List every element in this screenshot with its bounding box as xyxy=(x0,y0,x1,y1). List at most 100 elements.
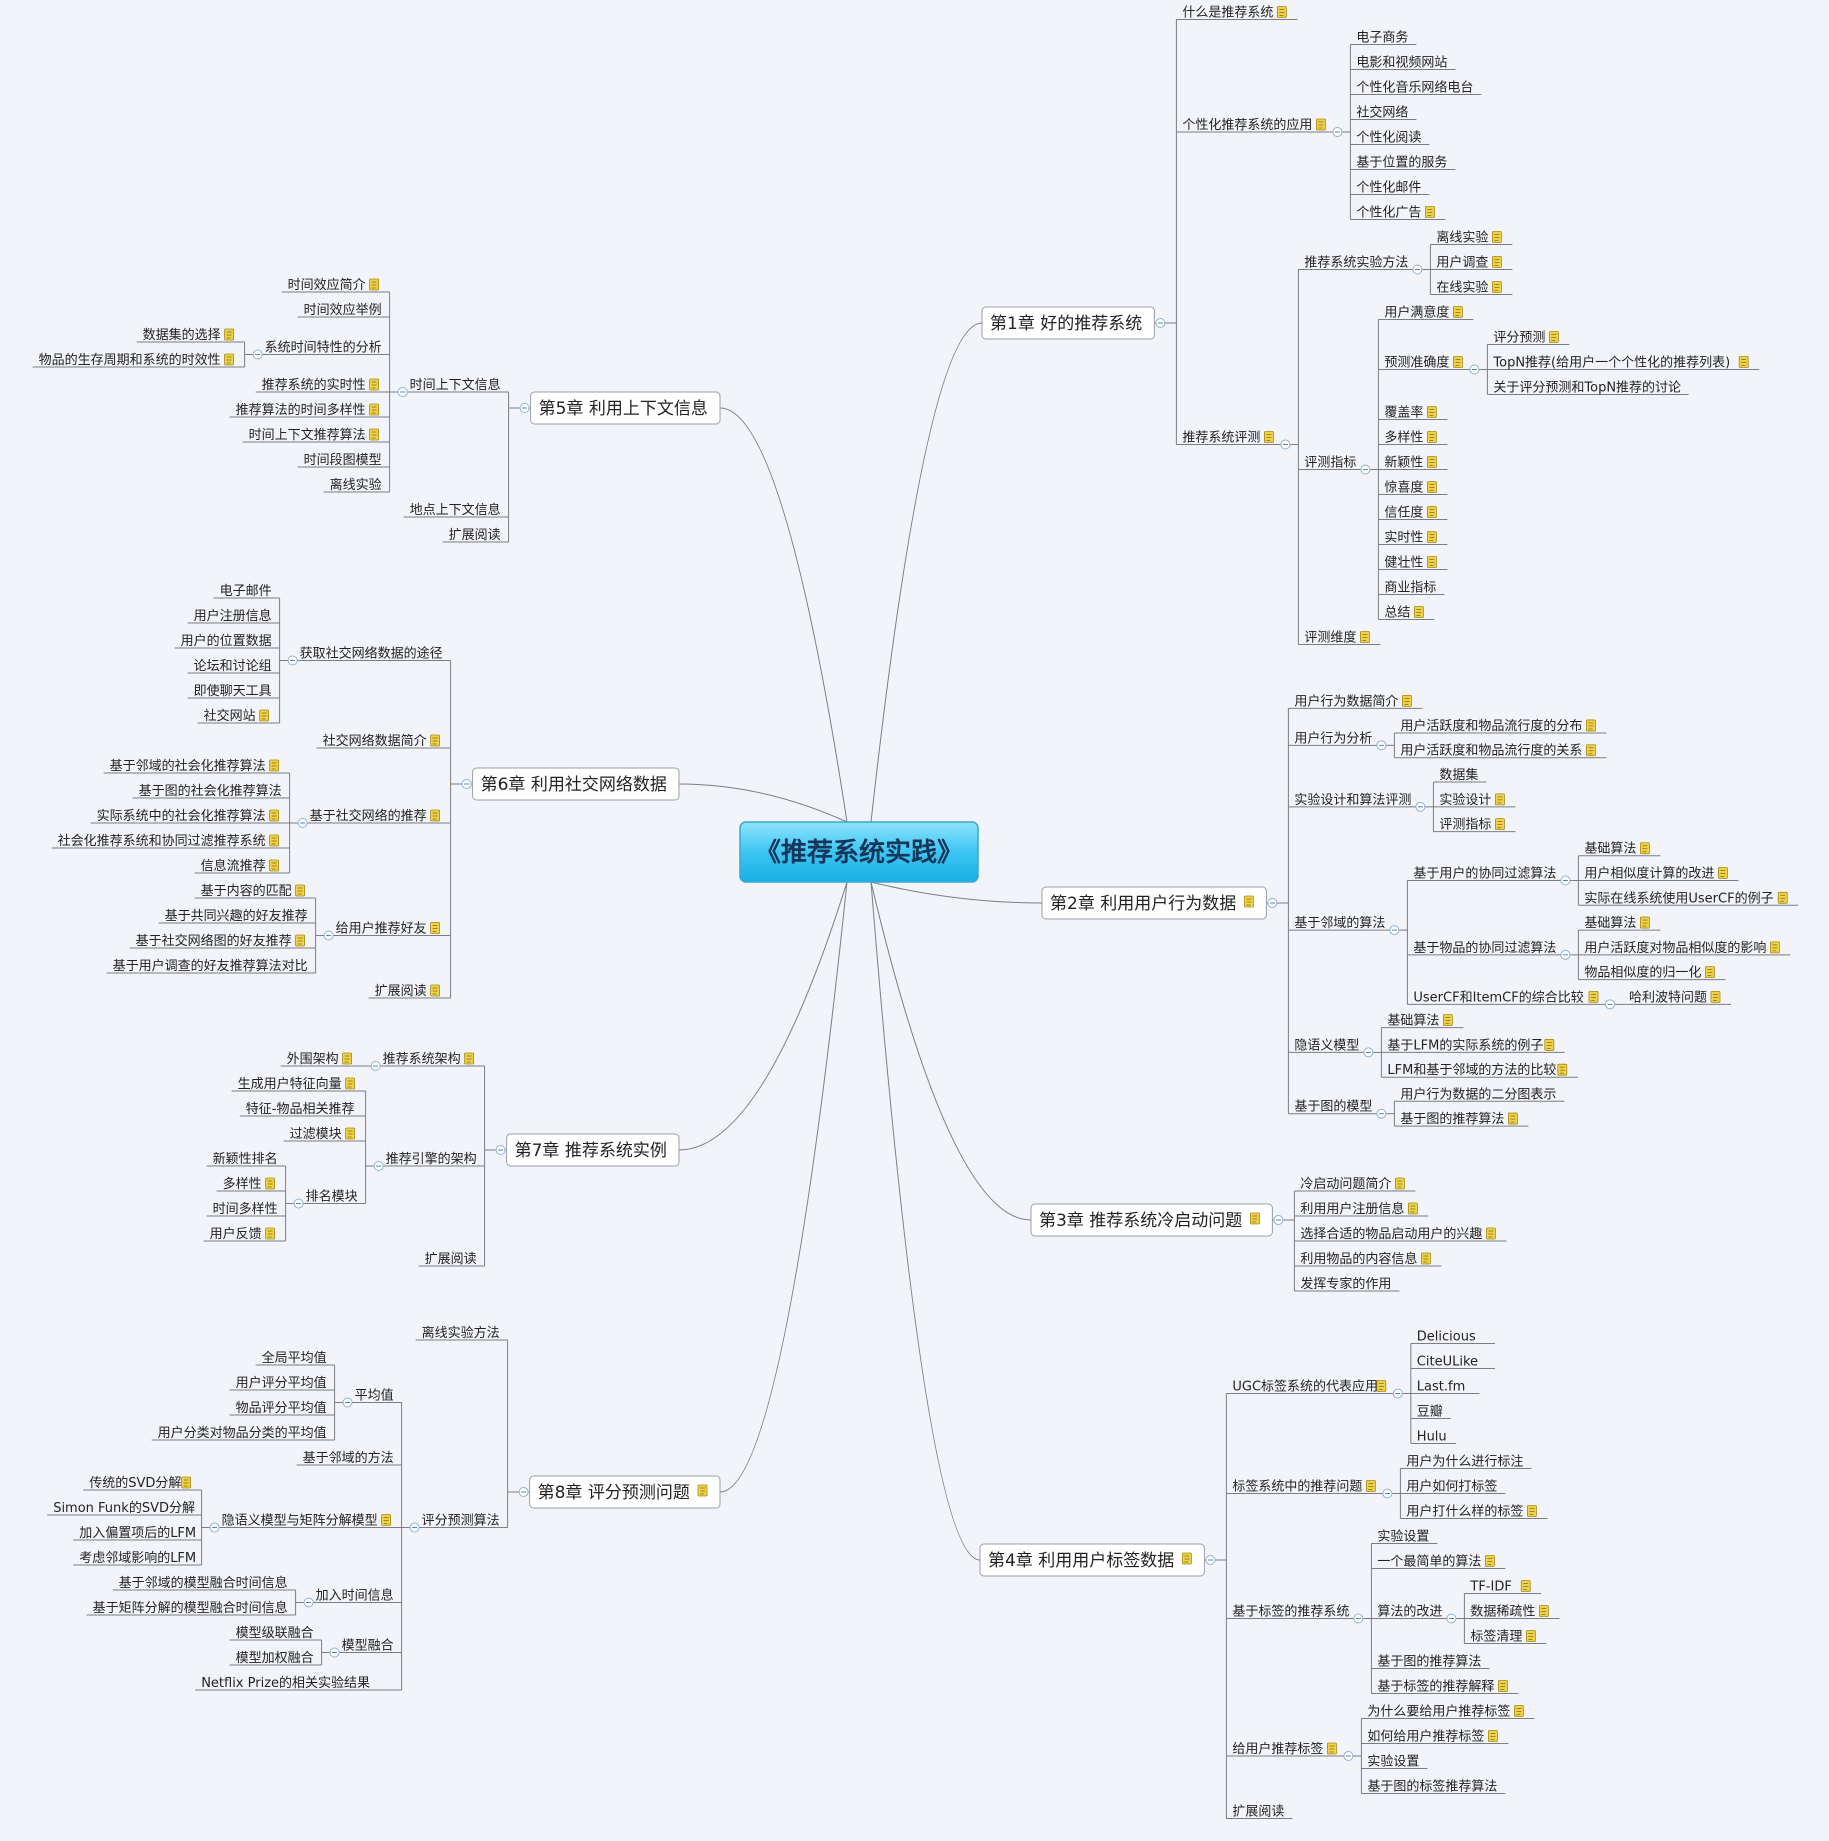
topic-node[interactable]: 离线实验方法 xyxy=(422,1325,500,1341)
topic-node[interactable]: 实验设计和算法评测 xyxy=(1294,792,1411,808)
note-icon[interactable] xyxy=(1488,1730,1498,1742)
note-icon[interactable] xyxy=(1316,118,1326,131)
topic-node[interactable]: 评测指标 xyxy=(1304,456,1356,471)
note-icon[interactable] xyxy=(1492,281,1502,293)
note-icon[interactable] xyxy=(1427,556,1437,568)
note-icon[interactable] xyxy=(1327,1742,1337,1755)
note-icon[interactable] xyxy=(1705,966,1715,979)
topic-node[interactable]: 物品相似度的归一化 xyxy=(1584,965,1701,981)
collapse-toggle-icon[interactable] xyxy=(297,818,308,828)
topic-node[interactable]: 基于图的标签推荐算法 xyxy=(1367,1779,1497,1795)
topic-node[interactable]: 用户活跃度和物品流行度的关系 xyxy=(1400,743,1582,759)
topic-node[interactable]: 物品的生存周期和系统的时效性 xyxy=(39,352,221,368)
collapse-toggle-icon[interactable] xyxy=(1389,925,1400,936)
topic-node[interactable]: 时间效应举例 xyxy=(304,302,382,318)
topic-node[interactable]: 社会化推荐系统和协同过滤推荐系统 xyxy=(58,833,266,849)
collapse-toggle-icon[interactable] xyxy=(1353,1613,1364,1624)
topic-node[interactable]: 基于共同兴趣的好友推荐 xyxy=(165,908,308,924)
topic-node[interactable]: 基于位置的服务 xyxy=(1356,155,1447,171)
note-icon[interactable] xyxy=(1718,867,1728,879)
note-icon[interactable] xyxy=(295,934,306,947)
topic-delicious[interactable]: Delicious xyxy=(1417,1330,1476,1345)
topic-node[interactable]: 新颖性排名 xyxy=(213,1151,278,1167)
collapse-toggle-icon[interactable] xyxy=(1415,801,1426,812)
note-icon[interactable] xyxy=(1738,356,1749,368)
collapse-toggle-icon[interactable] xyxy=(323,930,334,941)
topic-node[interactable]: 在线实验 xyxy=(1436,280,1488,296)
note-icon[interactable] xyxy=(697,1484,708,1497)
topic-node[interactable]: 时间效应简介 xyxy=(288,277,366,293)
note-icon[interactable] xyxy=(269,859,280,872)
topic-node[interactable]: 多样性 xyxy=(223,1176,262,1192)
collapse-toggle-icon[interactable] xyxy=(209,1522,220,1533)
topic-node[interactable]: 利用用户注册信息 xyxy=(1300,1201,1404,1217)
topic-node[interactable]: 用户行为数据的二分图表示 xyxy=(1400,1086,1556,1102)
main-topic-6[interactable]: 第6章 利用社交网络数据 xyxy=(472,767,680,801)
collapse-toggle-icon[interactable] xyxy=(252,349,263,360)
topic-node[interactable]: 用户行为分析 xyxy=(1294,730,1372,746)
topic-node[interactable]: 获取社交网络数据的途径 xyxy=(300,646,443,662)
note-icon[interactable] xyxy=(1414,606,1424,618)
note-icon[interactable] xyxy=(259,709,270,722)
topic-node[interactable]: 用户行为数据简介 xyxy=(1294,693,1398,709)
topic-node[interactable]: 信息流推荐 xyxy=(201,858,266,874)
topic-node[interactable]: 利用物品的内容信息 xyxy=(1300,1251,1417,1267)
note-icon[interactable] xyxy=(1486,1227,1496,1240)
note-icon[interactable] xyxy=(345,1077,356,1090)
note-icon[interactable] xyxy=(1640,916,1650,929)
note-icon[interactable] xyxy=(1495,818,1505,831)
note-icon[interactable] xyxy=(1425,206,1435,218)
note-icon[interactable] xyxy=(1427,531,1437,543)
collapse-toggle-icon[interactable] xyxy=(1280,439,1291,450)
note-icon[interactable] xyxy=(369,403,380,416)
topic-usercf-itemcf[interactable]: UserCF和ItemCF的综合比较 xyxy=(1413,989,1583,1005)
topic-node[interactable]: 基于矩阵分解的模型融合时间信息 xyxy=(93,1600,288,1616)
note-icon[interactable] xyxy=(224,328,235,341)
main-topic-1[interactable]: 第1章 好的推荐系统 xyxy=(981,306,1155,340)
collapse-toggle-icon[interactable] xyxy=(1412,264,1423,275)
collapse-toggle-icon[interactable] xyxy=(287,655,298,666)
collapse-toggle-icon[interactable] xyxy=(518,1487,529,1497)
topic-citeulike[interactable]: CiteULike xyxy=(1417,1355,1478,1370)
topic-ugc[interactable]: UGC标签系统的代表应用 xyxy=(1232,1379,1378,1395)
note-icon[interactable] xyxy=(1526,1630,1536,1642)
topic-node[interactable]: 基于邻域的社会化推荐算法 xyxy=(110,758,266,774)
note-icon[interactable] xyxy=(1366,1480,1376,1492)
note-icon[interactable] xyxy=(1443,1014,1453,1027)
topic-node[interactable]: 地点上下文信息 xyxy=(410,502,501,518)
collapse-toggle-icon[interactable] xyxy=(373,1161,384,1171)
collapse-toggle-icon[interactable] xyxy=(342,1397,353,1408)
topic-node[interactable]: 预测准确度 xyxy=(1384,355,1449,371)
topic-node[interactable]: 排名模块 xyxy=(306,1189,358,1205)
topic-node[interactable]: 社交网络数据简介 xyxy=(323,733,427,749)
topic-node[interactable]: 给用户推荐好友 xyxy=(336,921,427,937)
note-icon[interactable] xyxy=(369,428,380,441)
topic-node[interactable]: 模型融合 xyxy=(342,1639,394,1654)
root-topic[interactable]: 《推荐系统实践》 xyxy=(739,821,979,883)
note-icon[interactable] xyxy=(1586,719,1596,732)
main-topic-3[interactable]: 第3章 推荐系统冷启动问题 xyxy=(1030,1203,1273,1237)
note-icon[interactable] xyxy=(1520,1580,1531,1592)
note-icon[interactable] xyxy=(1549,331,1559,343)
topic-svd[interactable]: 传统的SVD分解 xyxy=(89,1475,181,1491)
topic-node[interactable]: 实验设置 xyxy=(1367,1754,1419,1770)
topic-node[interactable]: 用户打什么样的标签 xyxy=(1406,1504,1523,1520)
collapse-toggle-icon[interactable] xyxy=(1363,1047,1374,1058)
note-icon[interactable] xyxy=(1264,431,1274,443)
collapse-toggle-icon[interactable] xyxy=(370,1061,381,1071)
topic-node[interactable]: 数据稀疏性 xyxy=(1470,1605,1535,1620)
topic-node[interactable]: 用户的位置数据 xyxy=(181,633,272,649)
topic-node[interactable]: 模型加权融合 xyxy=(236,1650,314,1666)
topic-node[interactable]: 电子邮件 xyxy=(220,584,272,599)
topic-lfm[interactable]: 基于LFM的实际系统的例子 xyxy=(1387,1037,1543,1053)
topic-node[interactable]: 基于内容的匹配 xyxy=(201,883,292,899)
topic-lfm[interactable]: 考虑邻域影响的LFM xyxy=(79,1550,196,1566)
topic-node[interactable]: 即使聊天工具 xyxy=(194,683,272,699)
topic-node[interactable]: 惊喜度 xyxy=(1384,480,1423,496)
note-icon[interactable] xyxy=(1421,1252,1431,1265)
topic-node[interactable]: 选择合适的物品启动用户的兴趣 xyxy=(1300,1226,1482,1242)
topic-node[interactable]: 数据集 xyxy=(1439,767,1478,783)
topic-node[interactable]: 扩展阅读 xyxy=(375,984,427,999)
topic-node[interactable]: 时间多样性 xyxy=(213,1201,278,1217)
topic-usercf[interactable]: 实际在线系统使用UserCF的例子 xyxy=(1584,890,1773,906)
